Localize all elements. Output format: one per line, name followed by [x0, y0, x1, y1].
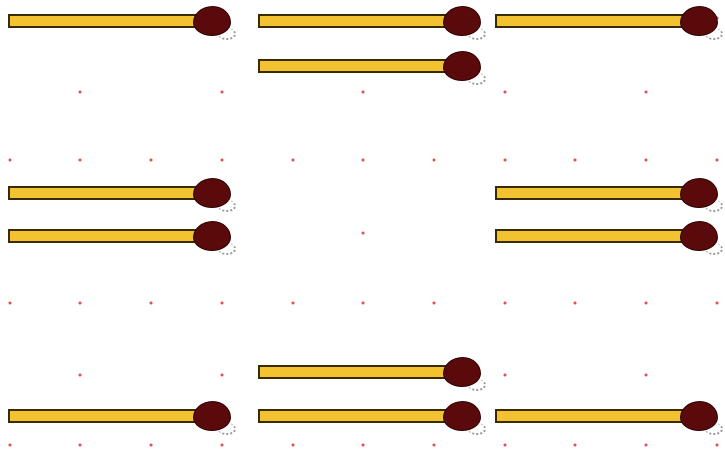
grid-dot: [220, 443, 224, 447]
matchstick-bottom-right[interactable]: [495, 400, 723, 435]
grid-dot: [220, 90, 224, 94]
matchstick-middle-left-upper[interactable]: [8, 177, 236, 212]
grid-dot: [78, 158, 82, 162]
matchstick-head: [680, 6, 723, 40]
matchstick-head: [680, 401, 723, 435]
matchstick-stick: [8, 229, 206, 243]
matchstick-head: [443, 6, 486, 40]
grid-dot: [644, 443, 648, 447]
grid-dot: [78, 90, 82, 94]
grid-dot: [149, 443, 153, 447]
matchstick-bottom-left[interactable]: [8, 400, 236, 435]
matchstick-middle-left-lower[interactable]: [8, 220, 236, 255]
matchstick-middle-right-upper[interactable]: [495, 177, 723, 212]
matchstick-stick: [258, 14, 456, 28]
matchstick-stick: [495, 229, 693, 243]
grid-dot: [78, 443, 82, 447]
matchstick-bottom-middle[interactable]: [258, 400, 486, 435]
matchstick-head: [193, 221, 236, 255]
matchstick-upper-middle-inner[interactable]: [258, 50, 486, 85]
matchstick-head: [680, 221, 723, 255]
grid-dot: [432, 301, 436, 305]
matchstick-head: [193, 401, 236, 435]
matchstick-head: [680, 178, 723, 212]
grid-dot: [715, 301, 719, 305]
matchstick-top-left[interactable]: [8, 5, 236, 40]
grid-dot: [8, 158, 12, 162]
matchstick-stick: [8, 186, 206, 200]
matchstick-head: [443, 357, 486, 391]
grid-dot: [220, 373, 224, 377]
grid-dot: [291, 158, 295, 162]
matchstick-stick: [495, 409, 693, 423]
matchstick-stick: [258, 59, 456, 73]
matchstick-lower-middle-inner[interactable]: [258, 356, 486, 391]
grid-dot: [573, 301, 577, 305]
matchstick-head: [193, 6, 236, 40]
matchstick-head: [443, 51, 486, 85]
grid-dot: [503, 158, 507, 162]
grid-dot: [220, 158, 224, 162]
grid-dot: [573, 443, 577, 447]
grid-dot: [503, 373, 507, 377]
grid-dot: [8, 443, 12, 447]
grid-dot: [573, 158, 577, 162]
grid-dot: [149, 158, 153, 162]
grid-dot: [361, 301, 365, 305]
grid-dot: [291, 443, 295, 447]
grid-dot: [644, 158, 648, 162]
grid-dot: [644, 301, 648, 305]
grid-dot: [361, 90, 365, 94]
grid-dot: [503, 90, 507, 94]
grid-dot: [8, 301, 12, 305]
grid-dot: [149, 301, 153, 305]
matchstick-stick: [495, 14, 693, 28]
grid-dot: [361, 231, 365, 235]
grid-dot: [361, 443, 365, 447]
grid-dot: [644, 90, 648, 94]
grid-dot: [78, 373, 82, 377]
grid-dot: [432, 158, 436, 162]
grid-dot: [291, 301, 295, 305]
matchstick-stick: [8, 14, 206, 28]
matchstick-top-middle[interactable]: [258, 5, 486, 40]
grid-dot: [715, 443, 719, 447]
grid-dot: [361, 158, 365, 162]
grid-dot: [432, 443, 436, 447]
grid-dot: [78, 301, 82, 305]
grid-dot: [644, 373, 648, 377]
matchstick-head: [193, 178, 236, 212]
grid-dot: [220, 301, 224, 305]
matchstick-top-right[interactable]: [495, 5, 723, 40]
matchstick-stick: [8, 409, 206, 423]
matchstick-middle-right-lower[interactable]: [495, 220, 723, 255]
grid-dot: [503, 443, 507, 447]
matchstick-stick: [258, 409, 456, 423]
grid-dot: [503, 301, 507, 305]
grid-dot: [715, 158, 719, 162]
matchstick-head: [443, 401, 486, 435]
matchstick-stick: [495, 186, 693, 200]
matchstick-stick: [258, 365, 456, 379]
